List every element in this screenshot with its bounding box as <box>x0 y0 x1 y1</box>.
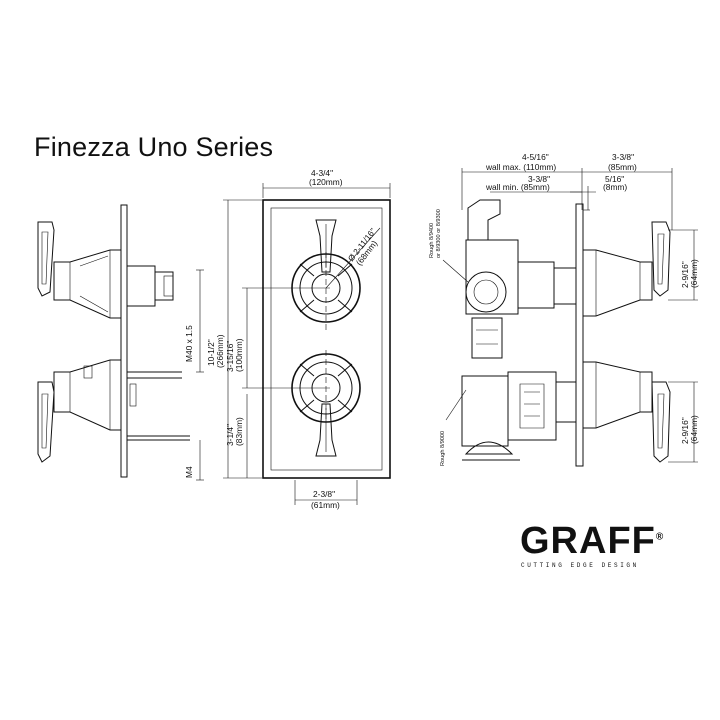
rough-bottom-label: Rough 8/9000 <box>440 431 446 466</box>
right-top-in: 3-3/8" <box>612 152 634 162</box>
brand-logo: GRAFF® <box>520 520 665 562</box>
bottom-width-in: 2-3/8" <box>313 489 335 499</box>
width-in: 4-3/4" <box>311 168 333 178</box>
wall-max-in: 4-5/16" <box>522 152 549 162</box>
handle-upper-in: 2-9/16" <box>680 261 690 288</box>
handle-lower-mm: (64mm) <box>689 415 699 444</box>
handle-lower-in: 2-9/16" <box>680 417 690 444</box>
spacing-in: 3-15/16" <box>225 341 235 372</box>
wall-min-in: 3-3/8" <box>528 174 550 184</box>
lower-mm: (83mm) <box>234 417 244 446</box>
width-mm: (120mm) <box>309 177 343 187</box>
thread-label: M40 x 1.5 <box>184 325 194 362</box>
page-title: Finezza Uno Series <box>34 132 274 162</box>
rough-top-alt-label: or 8/9300 or 8/9300 <box>436 209 442 258</box>
wall-min-label: wall min. (85mm) <box>485 182 550 192</box>
spacing-mm: (100mm) <box>234 338 244 372</box>
height-mm: (266mm) <box>215 334 225 368</box>
side-section-view: 4-5/16" wall max. (110mm) 3-3/8" wall mi… <box>429 152 699 467</box>
handle-upper-mm: (64mm) <box>689 259 699 288</box>
wall-max-label: wall max. (110mm) <box>485 162 556 172</box>
brand-tagline: CUTTING EDGE DESIGN <box>521 562 639 569</box>
front-view: 4-3/4" (120mm) 10-1/2" (266mm) 3-15/16" … <box>206 168 391 510</box>
left-side-view: M40 x 1.5 M4 <box>37 204 204 481</box>
right-small-mm: (8mm) <box>603 182 627 192</box>
bottom-width-mm: (61mm) <box>311 500 340 510</box>
screw-label: M4 <box>184 466 194 478</box>
right-small-in: 5/16" <box>605 174 624 184</box>
rough-top-label: Rough 8/9400 <box>429 223 435 258</box>
right-top-mm: (85mm) <box>608 162 637 172</box>
height-in: 10-1/2" <box>206 339 216 366</box>
lower-in: 3-1/4" <box>225 424 235 446</box>
